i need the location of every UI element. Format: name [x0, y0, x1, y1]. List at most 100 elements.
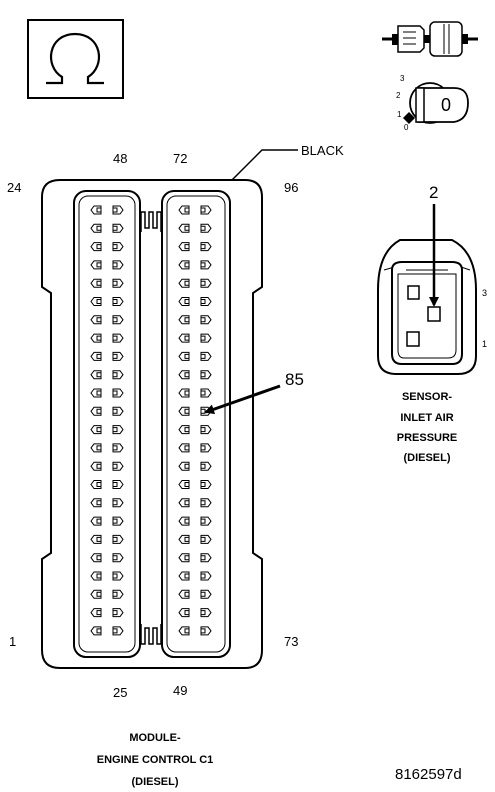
pin-terminal-icon [200, 553, 212, 563]
pin-terminal-icon [90, 370, 102, 380]
pin-terminal-icon [90, 571, 102, 581]
pin-terminal-icon [200, 498, 212, 508]
pin-terminal-icon [90, 406, 102, 416]
ignition-position-1: 1 [397, 110, 402, 119]
pin-terminal-icon [200, 315, 212, 325]
pin-terminal-icon [178, 370, 190, 380]
ignition-key-icon [403, 82, 469, 124]
pin-terminal-icon [112, 461, 124, 471]
pin-number-72: 72 [173, 151, 188, 166]
pin-number-49: 49 [173, 683, 188, 698]
pin-terminal-icon [178, 278, 190, 288]
pin-terminal-icon [200, 461, 212, 471]
pin-number-48: 48 [113, 151, 128, 166]
pin-terminal-icon [112, 626, 124, 636]
pin-terminal-icon [200, 297, 212, 306]
pin-terminal-icon [178, 534, 190, 544]
pin-terminal-icon [90, 516, 102, 526]
pin-terminal-icon [112, 333, 124, 343]
pin-terminal-icon [90, 297, 102, 306]
pin-terminal-icon [90, 425, 102, 435]
pin-terminal-icon [90, 608, 102, 618]
pin-number-73: 73 [284, 634, 299, 649]
pin-terminal-icon [178, 626, 190, 636]
pin-terminal-icon [200, 589, 212, 599]
pin-terminal-icon [178, 297, 190, 306]
pin-terminal-icon [90, 626, 102, 636]
pin-terminal-icon [178, 333, 190, 343]
ecm-connector-title-1: MODULE- [129, 732, 181, 744]
pin-terminal-icon [200, 516, 212, 526]
ignition-position-3: 3 [400, 74, 405, 83]
pin-terminal-icon [112, 242, 124, 252]
pin-terminal-icon [200, 260, 212, 270]
pin-terminal-icon [112, 297, 124, 306]
pin-terminal-icon [112, 425, 124, 435]
pin-terminal-icon [112, 553, 124, 563]
pin-terminal-icon [90, 260, 102, 270]
pin-terminal-icon [90, 278, 102, 288]
ecm-connector-title-3: (DIESEL) [131, 776, 179, 788]
pin-terminal-icon [178, 260, 190, 270]
pin-terminal-icon [200, 370, 212, 380]
pin-terminal-icon [178, 461, 190, 471]
pin-terminal-icon [90, 315, 102, 325]
pin-terminal-icon [112, 260, 124, 270]
pin-terminal-icon [90, 461, 102, 471]
connector-probe-icon [382, 21, 478, 57]
pin-terminal-icon [90, 498, 102, 508]
pin-terminal-icon [200, 480, 212, 489]
pin-terminal-icon [90, 553, 102, 563]
sensor-title-4: (DIESEL) [403, 452, 451, 464]
pin-terminal-icon [178, 480, 190, 489]
pin-terminal-icon [112, 388, 124, 398]
sensor-connector-body [377, 239, 477, 375]
ohm-symbol-icon [27, 19, 124, 99]
pin-terminal-icon [90, 534, 102, 544]
pin-terminal-icon [112, 205, 124, 215]
ecm-connector-title-2: ENGINE CONTROL C1 [96, 754, 214, 766]
pin-terminal-icon [200, 205, 212, 215]
figure-id: 8162597d [395, 766, 462, 783]
sensor-pin-1-label: 1 [482, 339, 488, 349]
pin-terminal-icon [200, 223, 212, 233]
pin-terminal-icon [90, 351, 102, 361]
pin-terminal-icon [200, 608, 212, 618]
pin-terminal-icon [178, 571, 190, 581]
pin-terminal-icon [112, 589, 124, 599]
connector-color-label: BLACK [301, 143, 344, 158]
pin-terminal-icon [112, 223, 124, 233]
pin-terminal-icon [112, 480, 124, 489]
pin-terminal-icon [178, 223, 190, 233]
pin-terminal-icon [112, 498, 124, 508]
ecm-connector-body [41, 179, 263, 669]
pin-terminal-icon [178, 406, 190, 416]
pin-terminal-icon [200, 278, 212, 288]
pin-terminal-icon [178, 351, 190, 361]
pin-terminal-icon [90, 443, 102, 453]
pin-terminal-icon [178, 516, 190, 526]
sensor-pin-3-label: 3 [482, 288, 488, 298]
pin-terminal-icon [200, 443, 212, 453]
pin-terminal-icon [178, 553, 190, 563]
pin-number-96: 96 [284, 180, 299, 195]
pin-terminal-icon [90, 205, 102, 215]
pin-terminal-icon [200, 351, 212, 361]
pin-number-25: 25 [113, 685, 128, 700]
pin-terminal-icon [90, 223, 102, 233]
ignition-position-0: 0 [404, 123, 409, 132]
pin-terminal-icon [178, 388, 190, 398]
pin-terminal-icon [112, 351, 124, 361]
pin-terminal-icon [112, 443, 124, 453]
pin-terminal-icon [200, 626, 212, 636]
pin-terminal-icon [90, 589, 102, 599]
pin-terminal-icon [178, 443, 190, 453]
sensor-title-1: SENSOR- [401, 391, 453, 403]
pin-terminal-icon [112, 516, 124, 526]
ignition-key-label: 0 [441, 95, 452, 115]
pin-terminal-icon [178, 589, 190, 599]
pin-terminal-icon [90, 333, 102, 343]
color-label-leader [231, 149, 298, 181]
pin-terminal-icon [200, 333, 212, 343]
ignition-position-2: 2 [396, 91, 401, 100]
